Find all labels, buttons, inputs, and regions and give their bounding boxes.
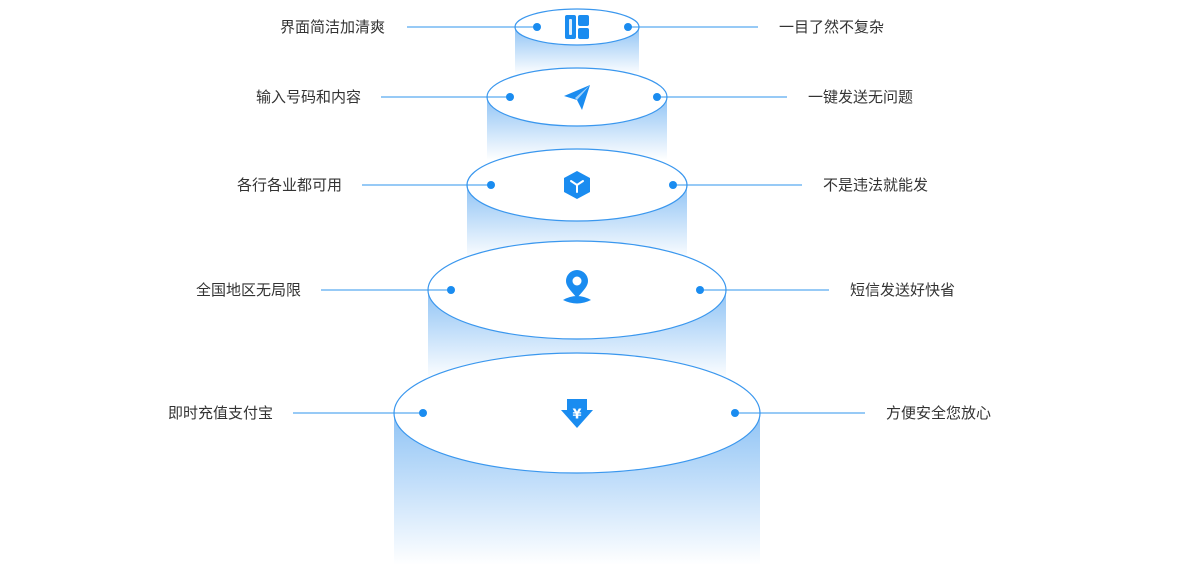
tier-1-left-dot — [533, 23, 541, 31]
tier-1-disc — [407, 8, 758, 46]
tier-4-right-dot — [696, 286, 704, 294]
location-pin-icon — [563, 270, 591, 304]
tier-5-left-label: 即时充值支付宝 — [167, 404, 273, 422]
tier-1-right-dot — [624, 23, 632, 31]
tier-3-right-dot — [669, 181, 677, 189]
tier-4-left-dot — [447, 286, 455, 294]
dashboard-icon — [565, 15, 589, 39]
cube-icon — [564, 171, 590, 199]
tier-4-disc — [321, 240, 829, 340]
tier-5-right-dot — [731, 409, 739, 417]
paper-plane-icon — [564, 85, 590, 110]
tier-2-right-dot — [653, 93, 661, 101]
tier-2-left-dot — [506, 93, 514, 101]
yuan-download-icon: ¥ — [561, 399, 593, 428]
tier-1-right-label: 一目了然不复杂 — [779, 18, 885, 36]
tier-2-left-label: 输入号码和内容 — [255, 88, 361, 106]
tier-5-disc: ¥ — [293, 352, 865, 474]
tier-4-right-label: 短信发送好快省 — [850, 281, 956, 299]
tier-2-disc — [381, 67, 787, 127]
tier-3-right-label: 不是违法就能发 — [823, 176, 929, 194]
tier-3-left-label: 各行各业都可用 — [236, 176, 342, 194]
tier-3-left-dot — [487, 181, 495, 189]
tier-5-right-label: 方便安全您放心 — [886, 404, 992, 422]
tier-1-left-label: 界面简洁加清爽 — [279, 18, 385, 36]
tier-3-disc — [362, 148, 802, 222]
svg-text:¥: ¥ — [572, 408, 581, 423]
tier-2-right-label: 一键发送无问题 — [808, 88, 914, 106]
tier-4-left-label: 全国地区无局限 — [195, 281, 301, 299]
tier-5-left-dot — [419, 409, 427, 417]
